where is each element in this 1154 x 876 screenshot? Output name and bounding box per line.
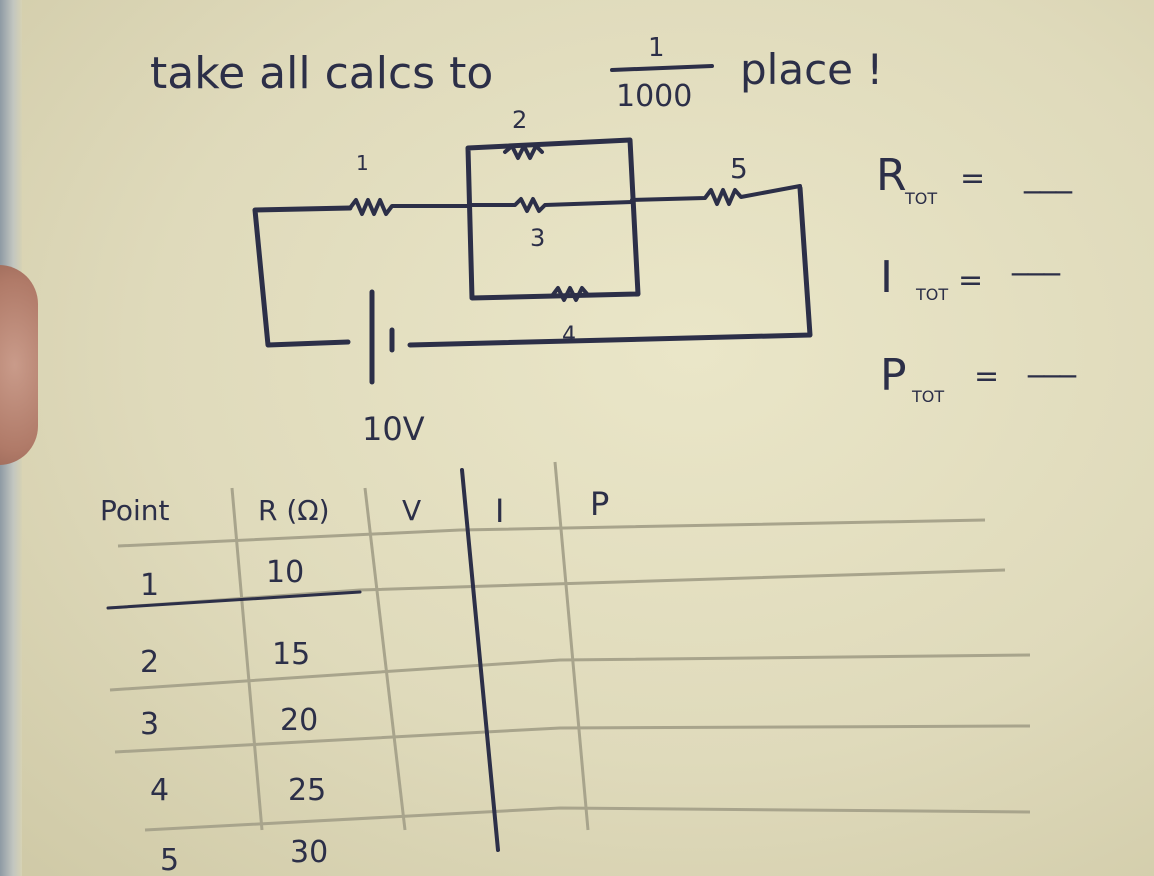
row-2-r: 15 (272, 637, 310, 672)
table-col-line (230, 487, 264, 831)
wire-bottom-right (407, 185, 813, 348)
p-total-label: P (880, 350, 907, 401)
row-4-r: 25 (288, 773, 326, 808)
r-total-blank: ___ (1023, 156, 1073, 194)
resistor-1-label: 1 (356, 151, 369, 175)
fraction-bar (610, 64, 714, 72)
title-end-text: place ! (740, 45, 883, 94)
table-col-line (363, 487, 407, 831)
r-total-sub: TOT (904, 189, 937, 208)
resistor-3-label: 3 (530, 224, 545, 252)
parallel-block (465, 137, 641, 301)
fraction-numerator: 1 (648, 33, 665, 63)
fraction-denominator: 1000 (616, 79, 692, 114)
resistor-4-label: 4 (562, 323, 576, 348)
i-total-sub: TOT (915, 285, 948, 304)
p-total-sub: TOT (911, 387, 944, 406)
resistor-4 (550, 286, 590, 302)
wire-left (252, 205, 353, 348)
i-total-blank: ___ (1011, 238, 1061, 276)
resistor-5-label: 5 (730, 152, 748, 185)
table-row-line (144, 806, 1031, 832)
i-total-label: I (880, 252, 893, 303)
table-row-line (109, 653, 1031, 692)
table-col-line-dark (460, 468, 500, 852)
resistor-2-label: 2 (512, 106, 527, 134)
person-partial (0, 265, 38, 465)
row-2-point: 2 (140, 645, 159, 680)
p-total-eq: = (974, 359, 999, 394)
header-i: I (495, 492, 504, 530)
header-point: Point (100, 494, 170, 527)
r-total-eq: = (960, 161, 985, 196)
data-table: Point R (Ω) V I P 1 10 2 15 3 20 4 25 5 … (100, 461, 1031, 876)
header-r: R (Ω) (258, 494, 330, 527)
battery-voltage-label: 10V (362, 410, 425, 448)
resistor-2 (503, 144, 544, 160)
p-total-blank: ___ (1027, 340, 1077, 378)
table-row-line (114, 724, 1031, 754)
row-5-point: 5 (160, 843, 179, 876)
r-total-label: R (876, 150, 907, 201)
header-p: P (590, 485, 609, 523)
resistor-1 (348, 198, 472, 216)
row-1-point: 1 (140, 568, 159, 603)
resistor-3 (468, 197, 634, 213)
resistor-5 (630, 184, 802, 206)
row-5-r: 30 (290, 835, 328, 870)
row-4-point: 4 (150, 773, 169, 808)
circuit-diagram: 1 2 3 4 5 10V (252, 106, 813, 448)
row-1-r: 10 (266, 555, 304, 590)
header-v: V (402, 494, 421, 527)
row-3-r: 20 (280, 703, 318, 738)
table-row-1-underline (106, 590, 362, 610)
row-3-point: 3 (140, 707, 159, 742)
table-header-line (117, 518, 986, 548)
title-text: take all calcs to (150, 48, 493, 99)
table-col-line (553, 461, 590, 831)
i-total-eq: = (958, 263, 983, 298)
totals-list: R TOT = ___ I TOT = ___ P TOT = ___ (876, 150, 1077, 406)
